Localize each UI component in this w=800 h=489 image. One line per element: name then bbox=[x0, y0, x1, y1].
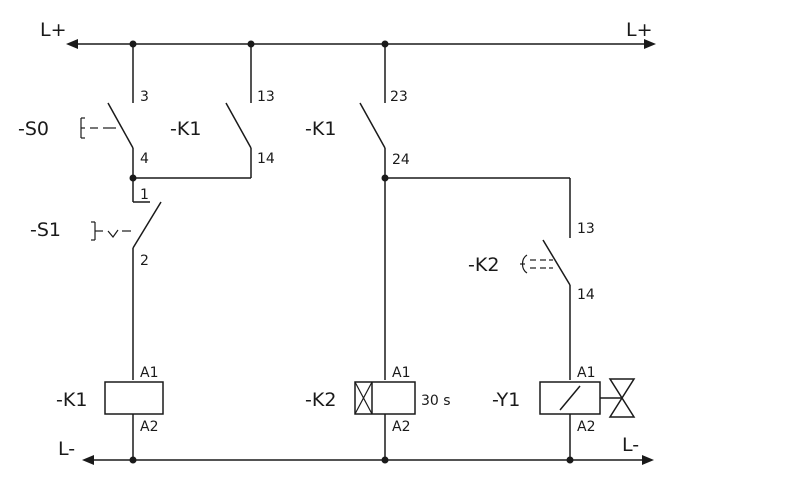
s1-label: -S1 bbox=[30, 219, 61, 241]
y1-label: -Y1 bbox=[492, 389, 520, 411]
k1-coil-pin-a1: A1 bbox=[140, 365, 158, 381]
k1-contact-pin-out: 24 bbox=[392, 152, 410, 168]
k1-hold-label: -K1 bbox=[170, 118, 201, 140]
k2-contact-pin-out: 14 bbox=[577, 287, 595, 303]
y1-pin-a1: A1 bbox=[577, 365, 595, 381]
bottom-rail-left-arrow bbox=[82, 455, 94, 465]
k2-delayed-contact: -K2 13 14 bbox=[385, 177, 595, 380]
k2-coil-pin-a2: A2 bbox=[392, 419, 410, 435]
k1-coil-label: -K1 bbox=[56, 389, 87, 411]
k1-contact-pin-in: 23 bbox=[390, 89, 408, 105]
top-rail-left-label: L+ bbox=[40, 19, 67, 41]
bottom-rail-left-label: L- bbox=[58, 438, 75, 460]
k2-coil-pin-a1: A1 bbox=[392, 365, 410, 381]
k1-hold-contact: -K1 13 14 bbox=[133, 44, 275, 179]
k1-hold-pin-out: 14 bbox=[257, 151, 275, 167]
y1-pin-a2: A2 bbox=[577, 419, 595, 435]
bottom-rail-right-arrow bbox=[642, 455, 654, 465]
s1-start-button: -S1 1 2 bbox=[30, 178, 162, 380]
k1-hold-pin-in: 13 bbox=[257, 89, 275, 105]
s0-pin-out: 4 bbox=[140, 151, 149, 167]
bottom-rail: L- L- bbox=[58, 434, 654, 465]
bottom-rail-right-label: L- bbox=[622, 434, 639, 456]
top-rail: L+ L+ bbox=[40, 19, 656, 49]
k1-coil: -K1 A1 A2 bbox=[56, 365, 164, 460]
s0-pin-in: 3 bbox=[140, 89, 149, 105]
k1-contact-23-24: -K1 23 24 bbox=[305, 44, 410, 380]
k2-contact-label: -K2 bbox=[468, 254, 499, 276]
valve-icon bbox=[608, 378, 636, 400]
k1-coil-pin-a2: A2 bbox=[140, 419, 158, 435]
k2-timer-coil: -K2 A1 A2 30 s bbox=[305, 365, 451, 460]
k2-coil-label: -K2 bbox=[305, 389, 336, 411]
y1-solenoid-valve: -Y1 A1 A2 bbox=[492, 365, 636, 460]
k2-contact-pin-in: 13 bbox=[577, 221, 595, 237]
top-rail-right-arrow bbox=[644, 39, 656, 49]
s1-pin-out: 2 bbox=[140, 253, 149, 269]
top-rail-left-arrow bbox=[66, 39, 78, 49]
k1-contact-label: -K1 bbox=[305, 118, 336, 140]
k2-delay-value: 30 s bbox=[421, 393, 451, 409]
s0-stop-button: -S0 3 4 bbox=[18, 44, 149, 178]
s1-pin-in: 1 bbox=[140, 187, 149, 203]
valve-icon bbox=[608, 396, 636, 418]
top-rail-right-label: L+ bbox=[626, 19, 653, 41]
s0-label: -S0 bbox=[18, 118, 49, 140]
